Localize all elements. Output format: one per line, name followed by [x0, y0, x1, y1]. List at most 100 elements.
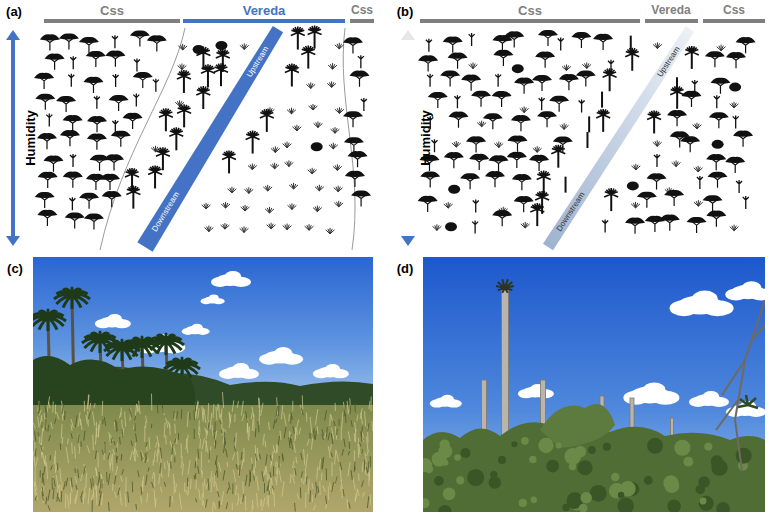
- humidity-arrow-shaft: [11, 38, 15, 238]
- savanna-tree: [687, 217, 707, 233]
- buriti-palm: [201, 64, 215, 87]
- zone-label: Css: [518, 4, 542, 17]
- savanna-tree: [43, 156, 63, 172]
- sapling: [133, 94, 139, 107]
- zone-label: Vereda: [651, 4, 690, 16]
- grass-tuft: [694, 200, 703, 206]
- grass-tuft: [452, 141, 461, 147]
- cloud: [313, 364, 349, 378]
- grass-tuft: [334, 186, 343, 192]
- savanna-tree: [79, 37, 99, 53]
- grass-tuft: [693, 123, 702, 129]
- shrub: [712, 140, 724, 149]
- buriti-palm: [301, 46, 315, 69]
- grass-tuft: [248, 164, 257, 170]
- grass-tuft: [221, 202, 230, 208]
- foliage: [538, 438, 553, 453]
- foliage: [443, 487, 456, 500]
- savanna-tree: [348, 151, 368, 167]
- cloud: [430, 395, 462, 408]
- savanna-tree: [443, 37, 463, 53]
- foliage: [456, 476, 464, 484]
- savanna-tree: [87, 134, 107, 150]
- savanna-tree: [79, 193, 99, 209]
- buriti-palm: [246, 131, 260, 154]
- grass-tuft: [653, 140, 662, 146]
- savanna-tree: [133, 72, 153, 88]
- sapling: [736, 180, 742, 193]
- grass-tuft: [335, 43, 344, 49]
- grass-blades: [35, 401, 371, 512]
- grass-tuft: [328, 63, 337, 69]
- grass-tuft: [204, 226, 213, 232]
- grass-tuft: [308, 168, 317, 174]
- grass-tuft: [240, 226, 249, 232]
- foliage: [590, 485, 607, 502]
- cloud: [219, 363, 259, 379]
- grass-tuft: [333, 164, 342, 170]
- savanna-tree: [660, 215, 680, 231]
- savanna-tree: [535, 52, 555, 68]
- savanna-tree: [448, 53, 468, 69]
- cloud: [201, 295, 225, 305]
- foliage: [423, 458, 432, 472]
- grass-tuft: [672, 160, 681, 166]
- sapling: [153, 79, 159, 92]
- buriti-palm: [647, 110, 661, 133]
- grass-tuft: [562, 64, 571, 70]
- shrub: [445, 222, 457, 231]
- foliage: [667, 499, 680, 512]
- foliage: [683, 457, 693, 467]
- flow-label: Downstream: [151, 191, 181, 234]
- savanna-tree: [349, 71, 369, 87]
- sapling: [697, 176, 703, 189]
- savanna-tree: [105, 51, 125, 67]
- dead-palm: [601, 92, 603, 108]
- savanna-tree: [625, 218, 645, 234]
- foliage: [498, 456, 506, 464]
- savanna-tree: [65, 212, 85, 228]
- foliage: [556, 442, 562, 448]
- humidity-arrow-shaft: [406, 38, 410, 238]
- buriti-palm: [308, 26, 322, 49]
- savanna-tree: [60, 130, 80, 146]
- buriti-palm: [551, 145, 565, 168]
- sapling: [495, 74, 501, 87]
- sapling: [361, 98, 367, 111]
- shrub: [512, 64, 524, 73]
- grass-tuft: [270, 163, 279, 169]
- grass-tuft: [582, 62, 591, 68]
- savanna-tree: [667, 110, 687, 126]
- savanna-tree: [345, 171, 365, 187]
- foliage: [696, 485, 705, 494]
- buriti-palm: [596, 109, 610, 132]
- buriti-palm: [685, 46, 699, 69]
- savanna-tree: [351, 190, 371, 206]
- foliage: [569, 463, 576, 470]
- grass-tuft: [287, 108, 296, 114]
- savanna-tree: [444, 152, 464, 168]
- foliage: [716, 502, 730, 512]
- savanna-tree: [59, 33, 79, 49]
- sapling: [539, 97, 545, 110]
- grass-tuft: [285, 160, 294, 166]
- savanna-tree: [418, 196, 438, 212]
- grass-tuft: [306, 82, 315, 88]
- buriti-palm: [603, 68, 617, 91]
- foliage: [579, 504, 588, 512]
- foliage: [700, 498, 707, 505]
- grass-tuft: [335, 107, 344, 113]
- savanna-tree: [109, 95, 129, 111]
- photo-c: [33, 257, 373, 512]
- grass-tuft: [631, 202, 640, 208]
- sapling: [358, 55, 364, 68]
- savanna-tree: [504, 31, 524, 47]
- buriti-palm: [214, 63, 228, 86]
- savanna-tree: [512, 174, 532, 190]
- foliage: [521, 437, 529, 445]
- savanna-tree: [681, 91, 701, 107]
- savanna-tree: [680, 136, 700, 152]
- savanna-tree: [514, 77, 534, 93]
- savanna-tree: [725, 157, 745, 173]
